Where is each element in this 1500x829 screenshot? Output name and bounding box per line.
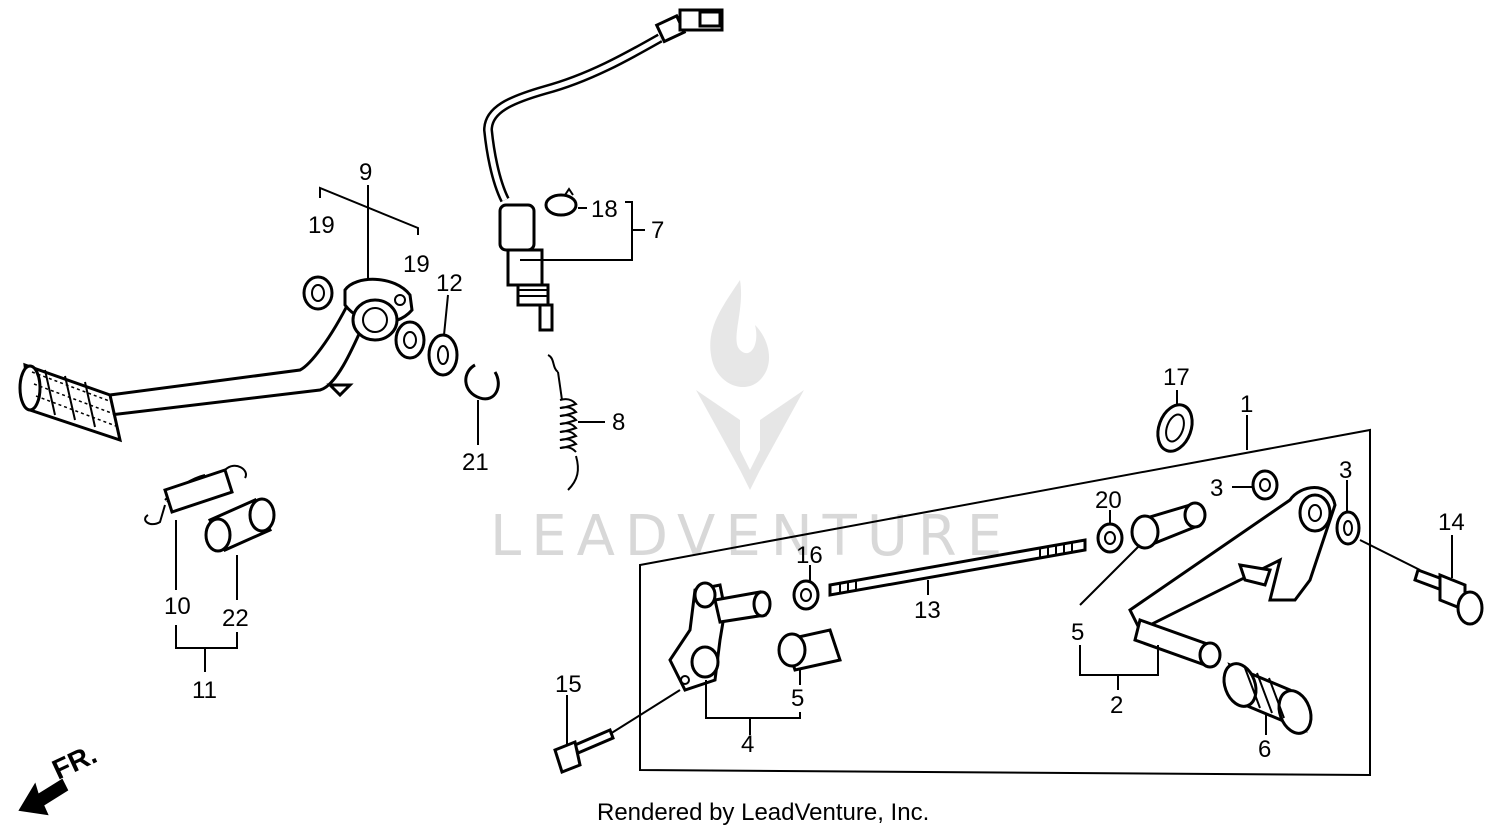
part-washer-3a (1251, 469, 1279, 501)
part-washer-19a (302, 275, 334, 311)
watermark-logo (696, 280, 804, 490)
front-direction-arrow-icon (18, 778, 69, 816)
part-nut-16 (792, 579, 820, 611)
callout-18: 18 (591, 196, 618, 223)
callout-1: 1 (1240, 391, 1253, 418)
part-shift-lever-2 (1128, 486, 1337, 669)
callout-11: 11 (192, 677, 217, 704)
callout-17: 17 (1163, 364, 1190, 391)
callout-5b: 5 (1071, 619, 1084, 646)
callout-15: 15 (555, 671, 582, 698)
part-snap-ring-21 (464, 363, 500, 401)
part-washer-17 (1156, 403, 1194, 453)
callout-20: 20 (1095, 487, 1122, 514)
callout-6: 6 (1258, 736, 1271, 763)
part-washer-12 (427, 333, 459, 377)
callout-8: 8 (612, 409, 625, 436)
part-return-spring-10 (144, 464, 247, 526)
part-clamp-18 (544, 187, 578, 217)
part-brake-pedal-9 (18, 277, 414, 443)
callout-21: 21 (462, 449, 489, 476)
part-nut-20 (1096, 522, 1124, 554)
callout-19a: 19 (308, 212, 335, 239)
callout-13: 13 (914, 597, 941, 624)
callout-12: 12 (436, 270, 463, 297)
callout-4: 4 (741, 731, 754, 758)
callout-10: 10 (164, 593, 191, 620)
part-spring-8 (547, 354, 579, 491)
part-shift-arm-4 (668, 581, 772, 692)
assembly-outline-1 (639, 428, 1371, 777)
callout-3b: 3 (1339, 457, 1352, 484)
callout-5a: 5 (791, 685, 804, 712)
footer-credit: Rendered by LeadVenture, Inc. (597, 799, 929, 826)
callout-14: 14 (1438, 509, 1465, 536)
callout-19b: 19 (403, 251, 430, 278)
callout-9: 9 (359, 159, 372, 186)
front-direction-label: FR. (47, 738, 101, 785)
watermark-text: LEADVENTURE (490, 504, 1012, 569)
part-joint-5a (777, 628, 842, 672)
part-stop-switch-7 (482, 8, 724, 332)
part-shift-rubber-6 (1222, 662, 1313, 735)
callout-3a: 3 (1210, 475, 1223, 502)
callout-16: 16 (796, 542, 823, 569)
leader-lines (175, 185, 1453, 745)
part-washer-19b (394, 320, 426, 360)
callout-7: 7 (651, 217, 664, 244)
part-joint-5b (1130, 501, 1207, 550)
part-collar-22 (204, 497, 276, 553)
part-bolt-14 (1359, 539, 1484, 626)
part-washer-3b (1335, 510, 1361, 546)
callout-22: 22 (222, 605, 249, 632)
part-shift-rod-13 (828, 538, 1087, 597)
callout-2: 2 (1110, 692, 1123, 719)
part-bolt-15 (553, 689, 681, 774)
